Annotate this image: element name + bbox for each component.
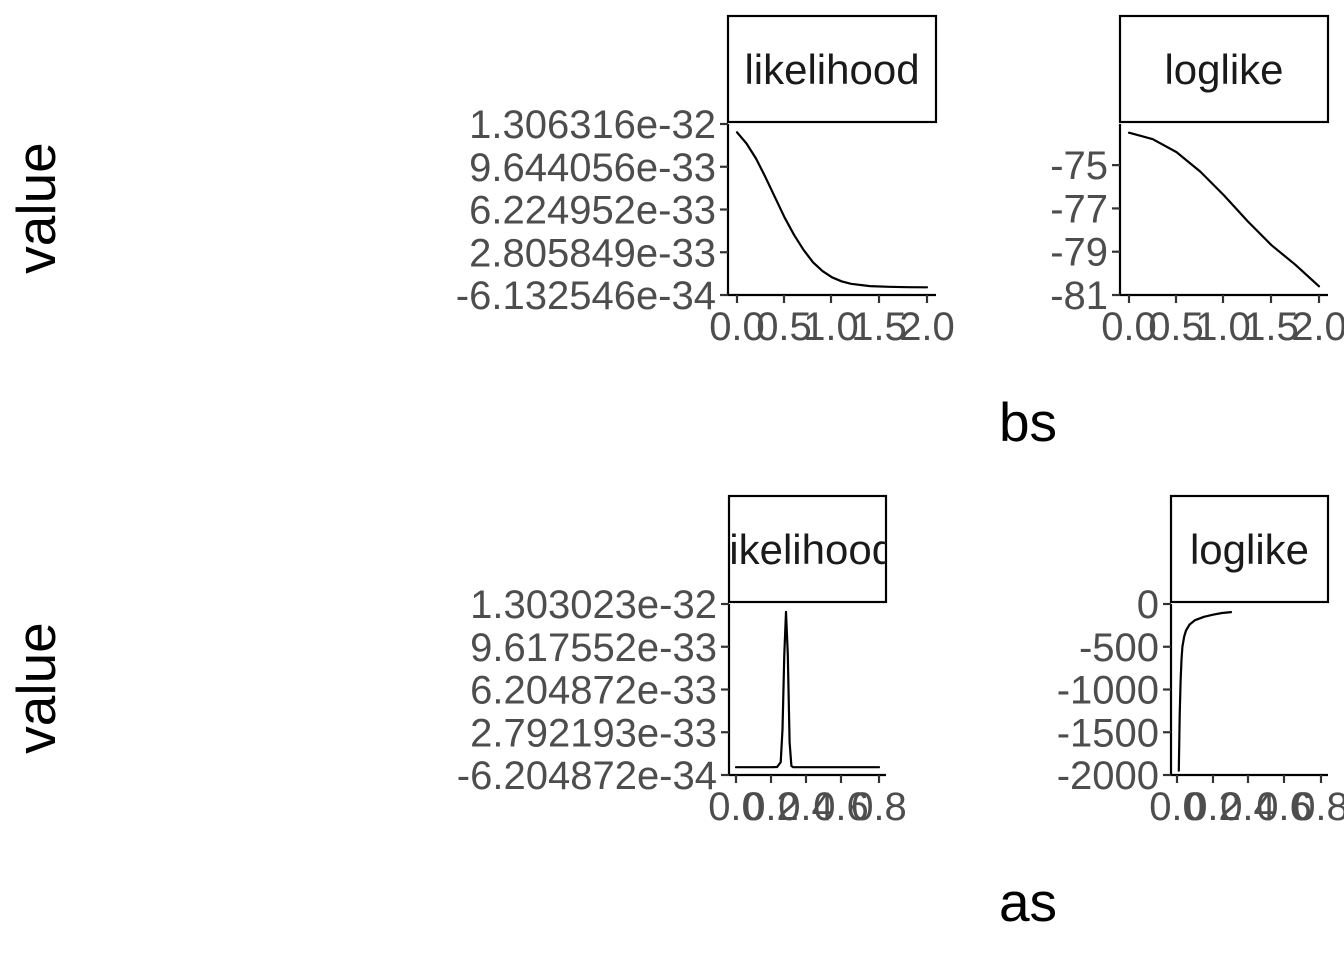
y-tick-label: 1.303023e-32 xyxy=(470,583,717,627)
y-tick-label: 9.644056e-33 xyxy=(469,146,716,190)
x-tick-label: 1.5 xyxy=(851,305,907,349)
x-tick-label: 0.4 xyxy=(1220,785,1276,829)
y-tick-label: 1.306316e-32 xyxy=(469,103,716,147)
series-line xyxy=(1177,610,1233,772)
y-tick-label: -77 xyxy=(1050,187,1108,231)
y-tick-label: 6.224952e-33 xyxy=(469,189,716,233)
x-tick-label: 0.5 xyxy=(756,305,812,349)
x-tick-label: 0.6 xyxy=(813,785,869,829)
x-tick-label: 0.6 xyxy=(1256,785,1312,829)
panel-as-loglike: loglike 0-500-1000-1500-20000.00.20.40.60… xyxy=(1057,494,1344,829)
strip-label: loglike xyxy=(1190,526,1309,573)
strip-box xyxy=(1118,14,1330,124)
strip-label: likelihood xyxy=(720,526,895,573)
y-axis-title-top: value xyxy=(5,142,67,273)
y-tick-label: -2000 xyxy=(1057,754,1159,798)
x-tick-label: 1.5 xyxy=(1243,305,1299,349)
series-line xyxy=(735,131,929,289)
x-tick-label: 0.0 xyxy=(708,785,764,829)
y-tick-label: 2.792193e-33 xyxy=(470,711,717,755)
x-tick-label: 0.0 xyxy=(709,305,765,349)
chart-panels: likelihood 1.306316e-329.644056e-336.2249… xyxy=(456,14,1344,829)
x-axis-title-bottom: as xyxy=(999,871,1057,933)
x-tick-label: 1.0 xyxy=(803,305,859,349)
y-tick-label: -1500 xyxy=(1057,711,1159,755)
y-tick-label: -79 xyxy=(1050,231,1108,275)
series-line xyxy=(1127,131,1321,288)
x-tick-label: 0.4 xyxy=(778,785,834,829)
y-tick-label: -500 xyxy=(1079,626,1159,670)
strip-box xyxy=(726,14,938,124)
x-tick-label: 0.2 xyxy=(743,785,799,829)
panel-bs-likelihood: likelihood 1.306316e-329.644056e-336.2249… xyxy=(456,14,955,349)
x-tick-label: 2.0 xyxy=(899,305,955,349)
panel-bs-loglike: loglike -75-77-79-810.00.51.01.52.0 xyxy=(1050,14,1344,349)
x-tick-label: 0.0 xyxy=(1101,305,1157,349)
y-axis-title-bottom: value xyxy=(5,622,67,753)
strip-box xyxy=(1169,494,1330,604)
y-tick-label: 9.617552e-33 xyxy=(470,626,717,670)
x-tick-label: 0.8 xyxy=(851,785,907,829)
y-tick-label: 0 xyxy=(1137,583,1159,627)
x-tick-label: 0.2 xyxy=(1185,785,1241,829)
strip-label: likelihood xyxy=(744,46,919,93)
x-tick-label: 0.0 xyxy=(1149,785,1205,829)
y-tick-label: -6.204872e-34 xyxy=(457,754,717,798)
series-line xyxy=(734,610,881,769)
x-tick-label: 1.0 xyxy=(1195,305,1251,349)
y-tick-label: -1000 xyxy=(1057,669,1159,713)
y-tick-label: -81 xyxy=(1050,274,1108,318)
strip-label: loglike xyxy=(1164,46,1283,93)
y-tick-label: -75 xyxy=(1050,144,1108,188)
panel-as-likelihood: likelihood1.303023e-329.617552e-336.2048… xyxy=(457,494,907,829)
strip-box xyxy=(727,494,888,604)
y-tick-label: -6.132546e-34 xyxy=(456,274,716,318)
x-axis-title-top: bs xyxy=(999,391,1057,453)
x-tick-label: 0.5 xyxy=(1148,305,1204,349)
x-tick-label: 0.8 xyxy=(1293,785,1344,829)
x-tick-label: 2.0 xyxy=(1291,305,1344,349)
y-tick-label: 2.805849e-33 xyxy=(469,231,716,275)
y-tick-label: 6.204872e-33 xyxy=(470,669,717,713)
